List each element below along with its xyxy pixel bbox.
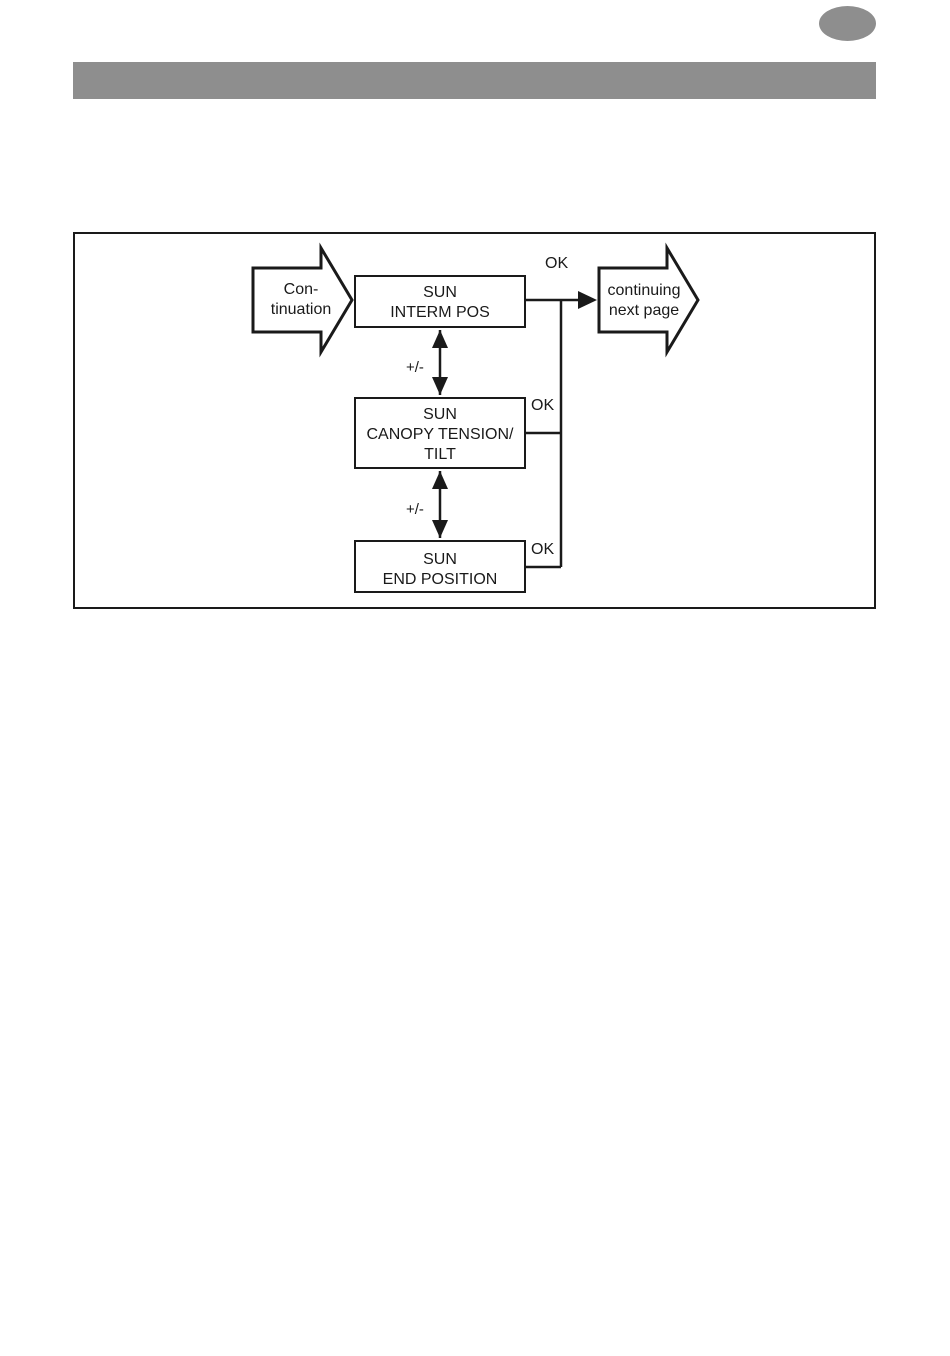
page-number-badge	[819, 6, 876, 41]
section-header-bar	[73, 62, 876, 99]
end-arrow-label-1: continuing	[608, 282, 681, 299]
box-end-position-line-1: SUN	[423, 551, 457, 568]
start-arrow-label-1: Con-	[284, 281, 319, 298]
arrow-head-to-next	[578, 291, 597, 309]
start-arrow: Con- tinuation	[253, 248, 352, 352]
ok-connectors	[525, 300, 578, 567]
arrow-canopy-end	[432, 471, 448, 538]
box-interm-pos-line-2: INTERM POS	[390, 304, 490, 321]
box-end-position-line-2: END POSITION	[383, 571, 498, 588]
end-arrow: continuing next page	[599, 248, 698, 352]
start-arrow-label-2: tinuation	[271, 301, 332, 318]
box-canopy-tension-line-1: SUN	[423, 406, 457, 423]
box-canopy-tension-line-3: TILT	[424, 446, 456, 463]
box-interm-pos: SUN INTERM POS	[355, 276, 525, 327]
plusminus-label-2: +/-	[406, 501, 424, 518]
arrow-interm-canopy	[432, 330, 448, 395]
ok-label-top: OK	[545, 255, 568, 272]
end-arrow-shape	[599, 248, 698, 352]
box-interm-pos-line-1: SUN	[423, 284, 457, 301]
box-canopy-tension-line-2: CANOPY TENSION/	[367, 426, 515, 443]
flow-diagram: Con- tinuation SUN INTERM POS SUN CANOPY…	[73, 232, 876, 609]
flow-diagram-svg: Con- tinuation SUN INTERM POS SUN CANOPY…	[75, 234, 874, 607]
box-end-position: SUN END POSITION	[355, 541, 525, 592]
plusminus-label-1: +/-	[406, 359, 424, 376]
ok-label-middle: OK	[531, 397, 554, 414]
end-arrow-label-2: next page	[609, 302, 679, 319]
ok-label-bottom: OK	[531, 541, 554, 558]
start-arrow-shape	[253, 248, 352, 352]
box-canopy-tension: SUN CANOPY TENSION/ TILT	[355, 398, 525, 468]
